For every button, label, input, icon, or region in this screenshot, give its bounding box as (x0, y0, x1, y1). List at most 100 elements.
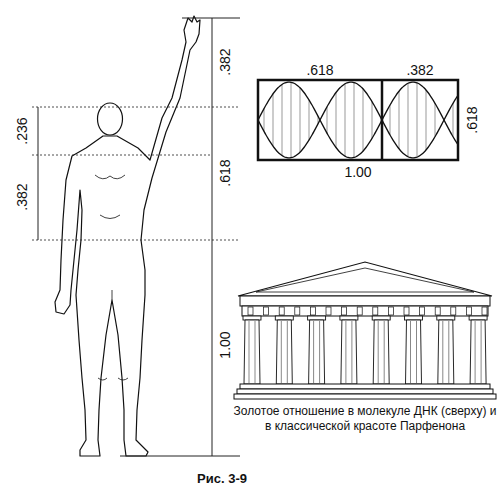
dna-molecule (258, 80, 458, 160)
fluting (249, 321, 255, 383)
dimension-line (38, 107, 39, 240)
pediment (238, 262, 492, 296)
pediment-inner (256, 268, 474, 292)
dna-strand (258, 82, 458, 158)
fluting (378, 321, 384, 383)
triglyph (482, 307, 487, 315)
fluting (346, 321, 352, 383)
dna-rung (417, 83, 418, 157)
triglyph (248, 307, 253, 315)
column (243, 316, 261, 384)
triglyph (373, 307, 378, 315)
dna-rung (327, 107, 328, 133)
dimension-tick (182, 18, 240, 19)
column (340, 316, 358, 384)
frieze (242, 306, 488, 316)
capital (405, 316, 423, 320)
fluting (475, 321, 481, 383)
proportion-label: .618 (217, 157, 233, 188)
fluting (314, 321, 320, 383)
column (308, 316, 326, 384)
dna-rung (453, 103, 454, 136)
human-figure (55, 16, 200, 456)
triglyph (451, 307, 456, 315)
proportion-label: 1.00 (217, 329, 233, 360)
caption: Золотое отношение в молекуле ДНК (сверху… (232, 404, 498, 434)
column (469, 316, 487, 384)
capital (469, 316, 487, 320)
column (437, 316, 455, 384)
triglyph (420, 307, 425, 315)
triglyph (466, 307, 471, 315)
fluting (411, 321, 417, 383)
dna-rung (390, 105, 391, 135)
dna-rung (408, 83, 409, 157)
proportion-label: .382 (404, 62, 435, 78)
guide-line (32, 107, 240, 108)
proportion-label: .382 (217, 46, 233, 77)
column (372, 316, 390, 384)
triglyph (264, 307, 269, 315)
dna-rung (264, 109, 265, 132)
figure-number: Рис. 3-9 (195, 471, 249, 486)
dna-strands (258, 82, 458, 158)
capital (437, 316, 455, 320)
column-shaft (470, 320, 486, 384)
triglyph (279, 307, 284, 315)
triglyph (310, 307, 315, 315)
dimension-lines (32, 18, 240, 456)
proportion-label: .382 (14, 181, 30, 212)
dna-rung (336, 92, 337, 147)
capital (308, 316, 326, 320)
dna-rung (291, 82, 292, 158)
column-shaft (373, 320, 389, 384)
triglyph (326, 307, 331, 315)
dna-rung (309, 100, 310, 140)
stylobate (240, 384, 490, 389)
triglyph (388, 307, 393, 315)
proportion-label: .236 (14, 115, 30, 146)
dna-rung (372, 102, 373, 139)
proportion-label: .618 (304, 62, 335, 78)
golden-rectangle (258, 80, 458, 160)
triglyph (404, 307, 409, 315)
guide-line (32, 155, 212, 156)
column-shaft (276, 320, 292, 384)
guide-line (32, 240, 240, 241)
column-shaft (309, 320, 325, 384)
proportion-label: .618 (464, 104, 480, 135)
fluting (281, 321, 287, 383)
column-shaft (341, 320, 357, 384)
body-outline (55, 16, 200, 456)
column-shaft (244, 320, 260, 384)
triglyph (295, 307, 300, 315)
dna-rung (399, 91, 400, 149)
column (275, 316, 293, 384)
parthenon (234, 262, 496, 399)
column (405, 316, 423, 384)
capital (340, 316, 358, 320)
triglyph (357, 307, 362, 315)
golden-divider (381, 80, 384, 160)
dna-rung (354, 82, 355, 157)
proportion-label: 1.00 (342, 164, 373, 180)
columns (243, 316, 487, 384)
dna-strand (258, 82, 458, 158)
capital (243, 316, 261, 320)
capital (275, 316, 293, 320)
dimension-tick (120, 456, 240, 457)
dna-rung (300, 88, 301, 152)
column-shaft (438, 320, 454, 384)
triglyph (342, 307, 347, 315)
dimension-line (212, 18, 213, 456)
capital (372, 316, 390, 320)
fluting (443, 321, 449, 383)
dna-rung (345, 84, 346, 157)
column-shaft (406, 320, 422, 384)
triglyph (435, 307, 440, 315)
dna-rung (273, 94, 274, 146)
dna-rung (282, 84, 283, 155)
dna-rung (435, 103, 436, 136)
step (234, 394, 496, 399)
